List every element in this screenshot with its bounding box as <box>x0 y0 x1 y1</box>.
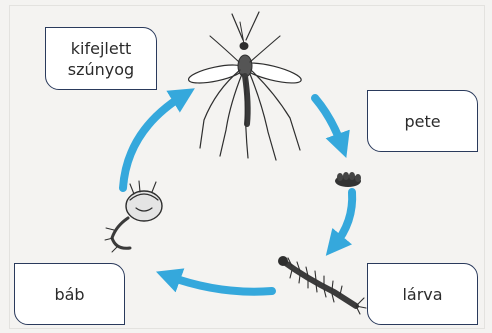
arrow-larva-to-pupa <box>168 276 272 292</box>
pupa-icon <box>105 181 162 252</box>
arrow-pupa-to-adult <box>123 95 184 188</box>
label-egg: pete <box>367 90 478 152</box>
label-larva-text: lárva <box>402 284 442 305</box>
arrow-adult-to-egg <box>315 98 342 146</box>
label-pupa-text: báb <box>54 284 84 305</box>
label-adult-line1: kifejlett <box>71 38 131 59</box>
egg-raft-icon <box>335 172 361 187</box>
label-adult-line2: szúnyog <box>68 59 134 80</box>
arrow-egg-to-larva <box>334 192 352 246</box>
larva-icon <box>278 256 366 314</box>
label-larva: lárva <box>367 263 478 325</box>
adult-mosquito-icon <box>187 12 303 160</box>
label-adult-mosquito: kifejlett szúnyog <box>45 27 157 90</box>
label-egg-text: pete <box>404 111 440 132</box>
label-pupa: báb <box>14 263 125 325</box>
